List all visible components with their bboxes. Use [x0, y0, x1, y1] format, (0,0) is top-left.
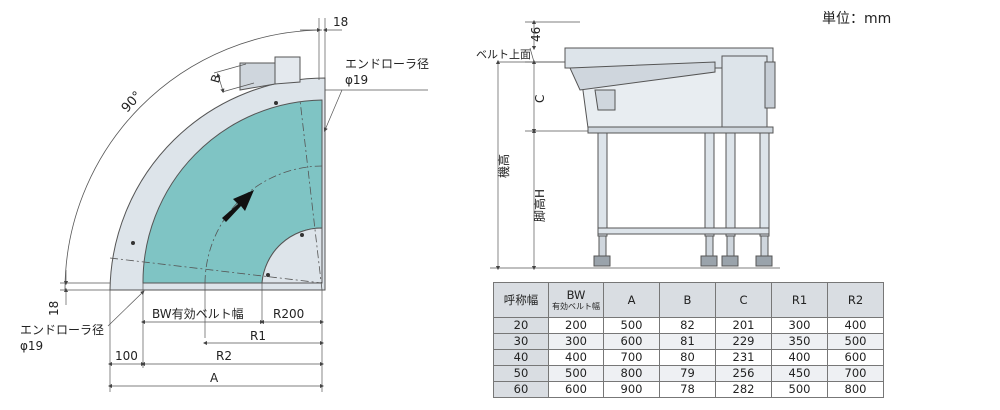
label-r200: R200 — [273, 307, 304, 321]
legs — [593, 132, 773, 267]
cell: 350 — [771, 333, 828, 350]
cell: 78 — [659, 381, 716, 398]
label-r2: R2 — [216, 349, 232, 363]
table-row: 50 500 800 79 256 450 700 — [493, 365, 884, 382]
label-c: C — [533, 95, 547, 103]
cell: 500 — [771, 381, 828, 398]
header-bw-sub: 有効ベルト幅 — [552, 302, 600, 311]
cell: 600 — [548, 381, 604, 398]
label-r1: R1 — [250, 329, 266, 343]
flow-direction-arrow — [222, 190, 254, 222]
cell: 500 — [603, 317, 660, 334]
end-roller-bottom-dia: φ19 — [20, 339, 43, 353]
label-b: B — [208, 73, 224, 85]
header-c: C — [715, 282, 772, 318]
cell: 700 — [827, 365, 884, 382]
cell: 82 — [659, 317, 716, 334]
machine-height-label: 機高 — [496, 154, 511, 178]
plan-view-diagram: 90° 18 エンドローラ径 φ19 B 18 エンドローラ径 φ19 BW有効… — [20, 15, 429, 392]
cell: 79 — [659, 365, 716, 382]
cell: 800 — [603, 365, 660, 382]
cell: 256 — [715, 365, 772, 382]
cell: 282 — [715, 381, 772, 398]
curve-frame-inner — [261, 227, 323, 284]
angle-label: 90° — [119, 89, 146, 116]
dim-left-18: 18 — [47, 301, 61, 316]
cell: 700 — [603, 349, 660, 366]
cell: 600 — [603, 333, 660, 350]
table-row: 30 300 600 81 229 350 500 — [493, 333, 884, 350]
header-bw: BW 有効ベルト幅 — [548, 282, 604, 318]
header-b: B — [659, 282, 716, 318]
cell: 500 — [548, 365, 604, 382]
cell: 400 — [548, 349, 604, 366]
spec-table: 呼称幅 BW 有効ベルト幅 A B C R1 R2 20 200 500 82 … — [493, 282, 884, 398]
header-nominal: 呼称幅 — [493, 282, 549, 318]
dim-46: 46 — [529, 27, 543, 42]
cell: 229 — [715, 333, 772, 350]
cell: 231 — [715, 349, 772, 366]
cell: 81 — [659, 333, 716, 350]
drive-motor — [239, 56, 301, 91]
cell: 80 — [659, 349, 716, 366]
dim-top-18: 18 — [333, 15, 348, 29]
header-a: A — [603, 282, 660, 318]
side-view-diagram: 46 ベルト上面 C 機高 脚高H — [476, 19, 780, 271]
table-row: 40 400 700 80 231 400 600 — [493, 349, 884, 366]
table-header-row: 呼称幅 BW 有効ベルト幅 A B C R1 R2 — [493, 282, 884, 318]
cell: 60 — [493, 381, 549, 398]
end-roller-bottom-label: エンドローラ径 — [20, 323, 104, 337]
unit-label: 単位：mm — [822, 11, 892, 27]
conveyor-body — [564, 47, 776, 134]
end-roller-top-label: エンドローラ径 — [345, 57, 429, 71]
cell: 800 — [827, 381, 884, 398]
cell: 600 — [827, 349, 884, 366]
cell: 500 — [827, 333, 884, 350]
cell: 450 — [771, 365, 828, 382]
cell: 20 — [493, 317, 549, 334]
cell: 400 — [827, 317, 884, 334]
header-r1: R1 — [771, 282, 828, 318]
cell: 30 — [493, 333, 549, 350]
cell: 200 — [548, 317, 604, 334]
cell: 300 — [771, 317, 828, 334]
cell: 400 — [771, 349, 828, 366]
cell: 300 — [548, 333, 604, 350]
cell: 50 — [493, 365, 549, 382]
header-r2: R2 — [827, 282, 884, 318]
leg-height-label: 脚高H — [532, 189, 547, 222]
header-bw-main: BW — [566, 288, 586, 302]
label-bw: BW有効ベルト幅 — [152, 306, 244, 321]
label-a: A — [210, 371, 219, 385]
label-100: 100 — [115, 349, 138, 363]
cell: 40 — [493, 349, 549, 366]
end-roller-top-dia: φ19 — [345, 73, 368, 87]
cell: 201 — [715, 317, 772, 334]
table-row: 20 200 500 82 201 300 400 — [493, 317, 884, 334]
belt-top-label: ベルト上面 — [476, 48, 531, 61]
table-row: 60 600 900 78 282 500 800 — [493, 381, 884, 398]
cell: 900 — [603, 381, 660, 398]
